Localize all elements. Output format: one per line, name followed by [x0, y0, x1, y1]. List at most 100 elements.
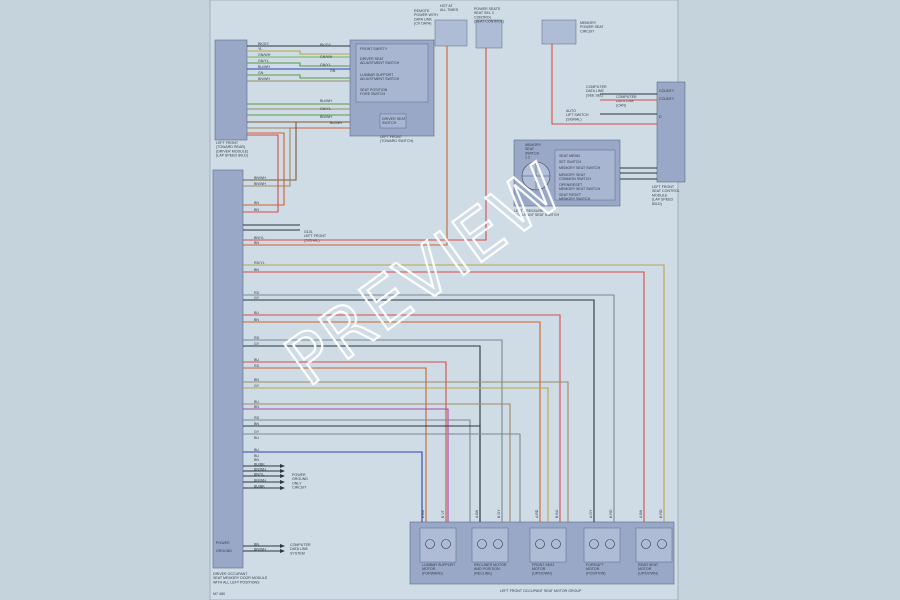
- right-module-pin-2: COUNTY: [659, 97, 675, 101]
- wire-label-connector-26: BN: [254, 458, 259, 462]
- motor-pin-label-8: B RD: [609, 509, 613, 518]
- page-code: M7 480: [213, 592, 225, 596]
- wire-label-connector-3: BN: [254, 201, 259, 205]
- left-cluster-label: LEFT FRONT(TOWARD REAR)(DRIVER MODULE)(L…: [216, 141, 248, 158]
- wire-label-left-top-2: YL: [258, 47, 262, 51]
- wire-label-left-top-6: GN: [258, 71, 264, 75]
- wire-label-bottom-group-2: BN/WH: [254, 468, 266, 472]
- right-module-pin-1: COUNTY: [659, 89, 675, 93]
- arrow-bottom-single-2: [280, 549, 285, 553]
- memory-switch-line-2: SET SWITCH: [559, 160, 582, 164]
- wire-extra-run-6: [243, 425, 481, 522]
- wire-label-connector-25: BU: [254, 454, 259, 458]
- motor-pin-label-9: A BN: [639, 509, 643, 518]
- wire-label-connector-19: BU: [254, 400, 259, 404]
- wire-label-connector-22: BN: [254, 422, 259, 426]
- wire-top-6: [247, 74, 350, 79]
- wire-label-connector-1: BN/WH: [254, 176, 266, 180]
- wire-extra-run-7: [243, 433, 521, 522]
- right-module-pin-3: D: [659, 115, 662, 119]
- wire-label-connector-16: RD: [254, 364, 260, 368]
- wire-label-bottom-single-1: BN: [254, 543, 259, 547]
- left-cluster-component: LEFT FRONT(TOWARD REAR)(DRIVER MODULE)(L…: [214, 39, 248, 158]
- wire-motor-run-2: [243, 271, 645, 522]
- wire-label-connector-11: BU: [254, 311, 259, 315]
- wire-label-mid-top-6: BN/WH: [320, 115, 332, 119]
- motor-pin-label-10: B RD: [659, 509, 663, 518]
- wire-label-connector-21: RD: [254, 416, 260, 420]
- wire-label-connector-8: BN: [254, 268, 259, 272]
- wire-label-connector-18: GY: [254, 384, 260, 388]
- wire-extra-run-8: [243, 451, 423, 522]
- wire-cluster-down-4: [243, 134, 279, 213]
- wire-extra-run-3: [243, 403, 511, 522]
- wire-cluster-down-2: [243, 127, 291, 187]
- motor-pin-label-3: A BN: [475, 509, 479, 518]
- left-ground-pin: GROUND: [216, 549, 232, 553]
- motor-coil-icon: [657, 539, 667, 549]
- wire-cluster-down-1: [243, 121, 297, 181]
- wire-label-bottom-single-2: BN/WH: [254, 548, 266, 552]
- wire-label-connector-24: BU: [254, 448, 259, 452]
- motor-pin-label-4: B GY: [497, 509, 501, 518]
- wire-fuse-feed: [243, 46, 448, 246]
- wire-label-connector-17: BN: [254, 378, 259, 382]
- motor-coil-icon: [589, 539, 599, 549]
- wire-label-connector-10: GY: [254, 296, 260, 300]
- wire-label-connector-5: BN/YL: [254, 236, 264, 240]
- arrow-bottom-2: [280, 469, 285, 473]
- wire-label-connector-15: BU: [254, 358, 259, 362]
- arrow-bottom-single-1: [280, 544, 285, 548]
- motor-coil-icon: [551, 539, 561, 549]
- left-power-pin: POWER: [216, 541, 230, 545]
- wire-motor-run-4: [243, 299, 595, 522]
- wire-label-connector-23: GY: [254, 430, 260, 434]
- arrow-bottom-5: [280, 486, 285, 490]
- wire-extra-run-5: [243, 419, 471, 522]
- wire-label-mid-top-5: GN/YL: [320, 107, 331, 111]
- wire-top-4: [247, 62, 350, 67]
- wire-label-connector-6: BN: [254, 241, 259, 245]
- motor-coil-icon: [535, 539, 545, 549]
- wire-label-connector-27: BU: [254, 436, 259, 440]
- wire-motor-run-5: [243, 314, 561, 522]
- wire-label-left-top-1: BK/GY: [258, 42, 270, 46]
- wire-label-connector-2: BN/WH: [254, 182, 266, 186]
- motor-pin-label-2: B VT: [441, 509, 445, 518]
- motor-coil-icon: [477, 539, 487, 549]
- wire-label-bottom-group-1: BU/BK: [254, 463, 265, 467]
- wire-label-connector-14: GY: [254, 342, 260, 346]
- motor-coil-icon: [641, 539, 651, 549]
- wire-motor-run-6: [243, 321, 541, 522]
- wire-motor-run-7: [243, 339, 503, 522]
